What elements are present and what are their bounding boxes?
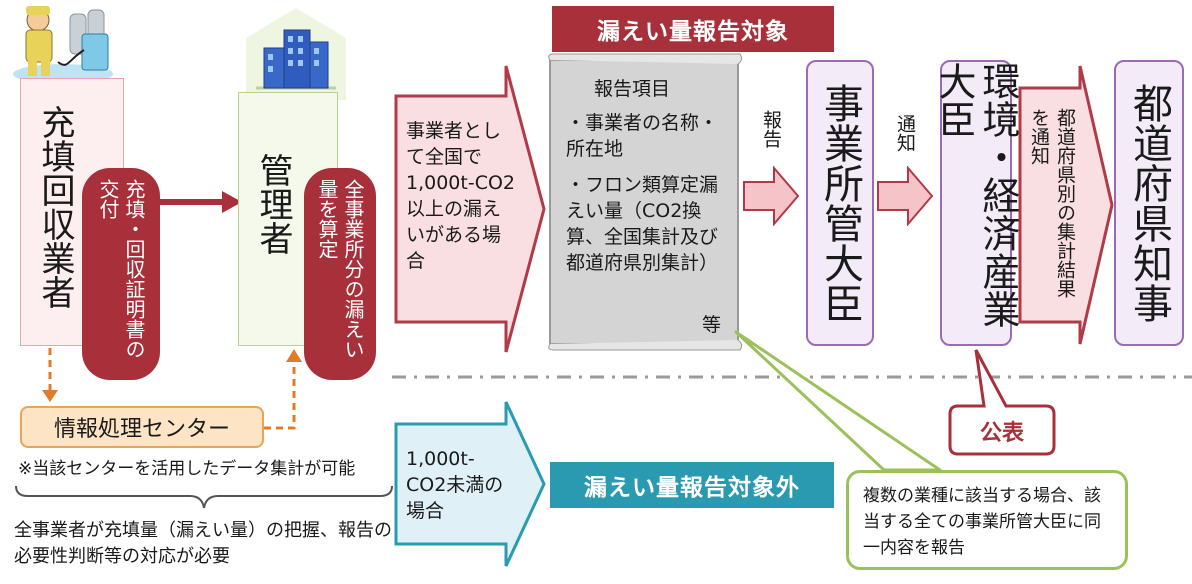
prefecture-governor-label: 都道府県知事 bbox=[1126, 83, 1172, 323]
over-threshold-arrow-shape bbox=[394, 65, 546, 353]
publish-callout-shape bbox=[948, 349, 1056, 456]
notify-label: 通知 bbox=[894, 114, 916, 152]
recovery-operator-label: 充填回収業者 bbox=[35, 105, 75, 309]
report-item-2: ・フロン類算定漏えい量（CO2換算、全国集計及び都道府県別集計） bbox=[566, 174, 719, 274]
operator-to-manager-arrow bbox=[158, 191, 242, 213]
report-items-etc: 等 bbox=[702, 314, 722, 336]
calculate-pill: 全事業所分の漏えい量を算定 bbox=[304, 168, 376, 380]
notify-prefecture-arrow-shape bbox=[1018, 65, 1114, 345]
worker-illustration-icon bbox=[13, 6, 113, 84]
environment-minister-box: 環境・経済産業大臣 bbox=[932, 60, 1020, 346]
report-arrow bbox=[743, 166, 800, 226]
report-items-title: 報告項目 bbox=[594, 78, 671, 100]
ministry-official-label: 事業所管大臣 bbox=[817, 83, 863, 323]
report-item-1: ・事業者の名称・所在地 bbox=[566, 112, 719, 160]
notify-prefecture-label: 都道府県別の集計結果を通知 bbox=[1028, 108, 1076, 298]
not-target-banner: 漏えい量報告対象外 bbox=[550, 462, 834, 508]
under-threshold-label: 1,000t-CO2未満の場合 bbox=[406, 448, 504, 522]
brace-icon bbox=[15, 485, 393, 509]
info-center-box: 情報処理センター bbox=[20, 406, 264, 448]
calculate-label: 全事業所分の漏えい量を算定 bbox=[315, 179, 365, 359]
multi-industry-callout: 複数の業種に該当する場合、該当する全ての事業所管大臣に同一内容を報告 bbox=[846, 470, 1128, 570]
certificate-pill: 充填・回収証明書の交付 bbox=[82, 168, 160, 380]
info-center-note: ※当該センターを活用したデータ集計が可能 bbox=[18, 459, 356, 479]
environment-minister-label: 環境・経済産業大臣 bbox=[932, 62, 1020, 328]
ministry-official-box: 事業所管大臣 bbox=[806, 60, 874, 346]
under-threshold-arrow-shape bbox=[394, 401, 546, 567]
prefecture-governor-box: 都道府県知事 bbox=[1114, 60, 1184, 346]
publish-label: 公表 bbox=[979, 421, 1024, 446]
multi-industry-callout-text: 複数の業種に該当する場合、該当する全ての事業所管大臣に同一内容を報告 bbox=[863, 486, 1101, 558]
report-scroll-shape bbox=[548, 53, 743, 351]
manager-label: 管理者 bbox=[253, 153, 293, 255]
over-threshold-label: 事業者として全国で1,000t-CO2以上の漏えいがある場合 bbox=[406, 120, 516, 272]
notify-arrow bbox=[877, 166, 934, 226]
info-center-label: 情報処理センター bbox=[53, 417, 230, 442]
building-illustration-icon bbox=[246, 8, 346, 100]
bottom-note: 全事業者が充填量（漏えい量）の把握、報告の必要性判断等の対応が必要 bbox=[14, 520, 392, 567]
info-center-connectors bbox=[42, 348, 302, 430]
certificate-label: 充填・回収証明書の交付 bbox=[96, 179, 146, 359]
target-banner: 漏えい量報告対象 bbox=[552, 6, 834, 52]
report-label: 報告 bbox=[760, 110, 782, 148]
